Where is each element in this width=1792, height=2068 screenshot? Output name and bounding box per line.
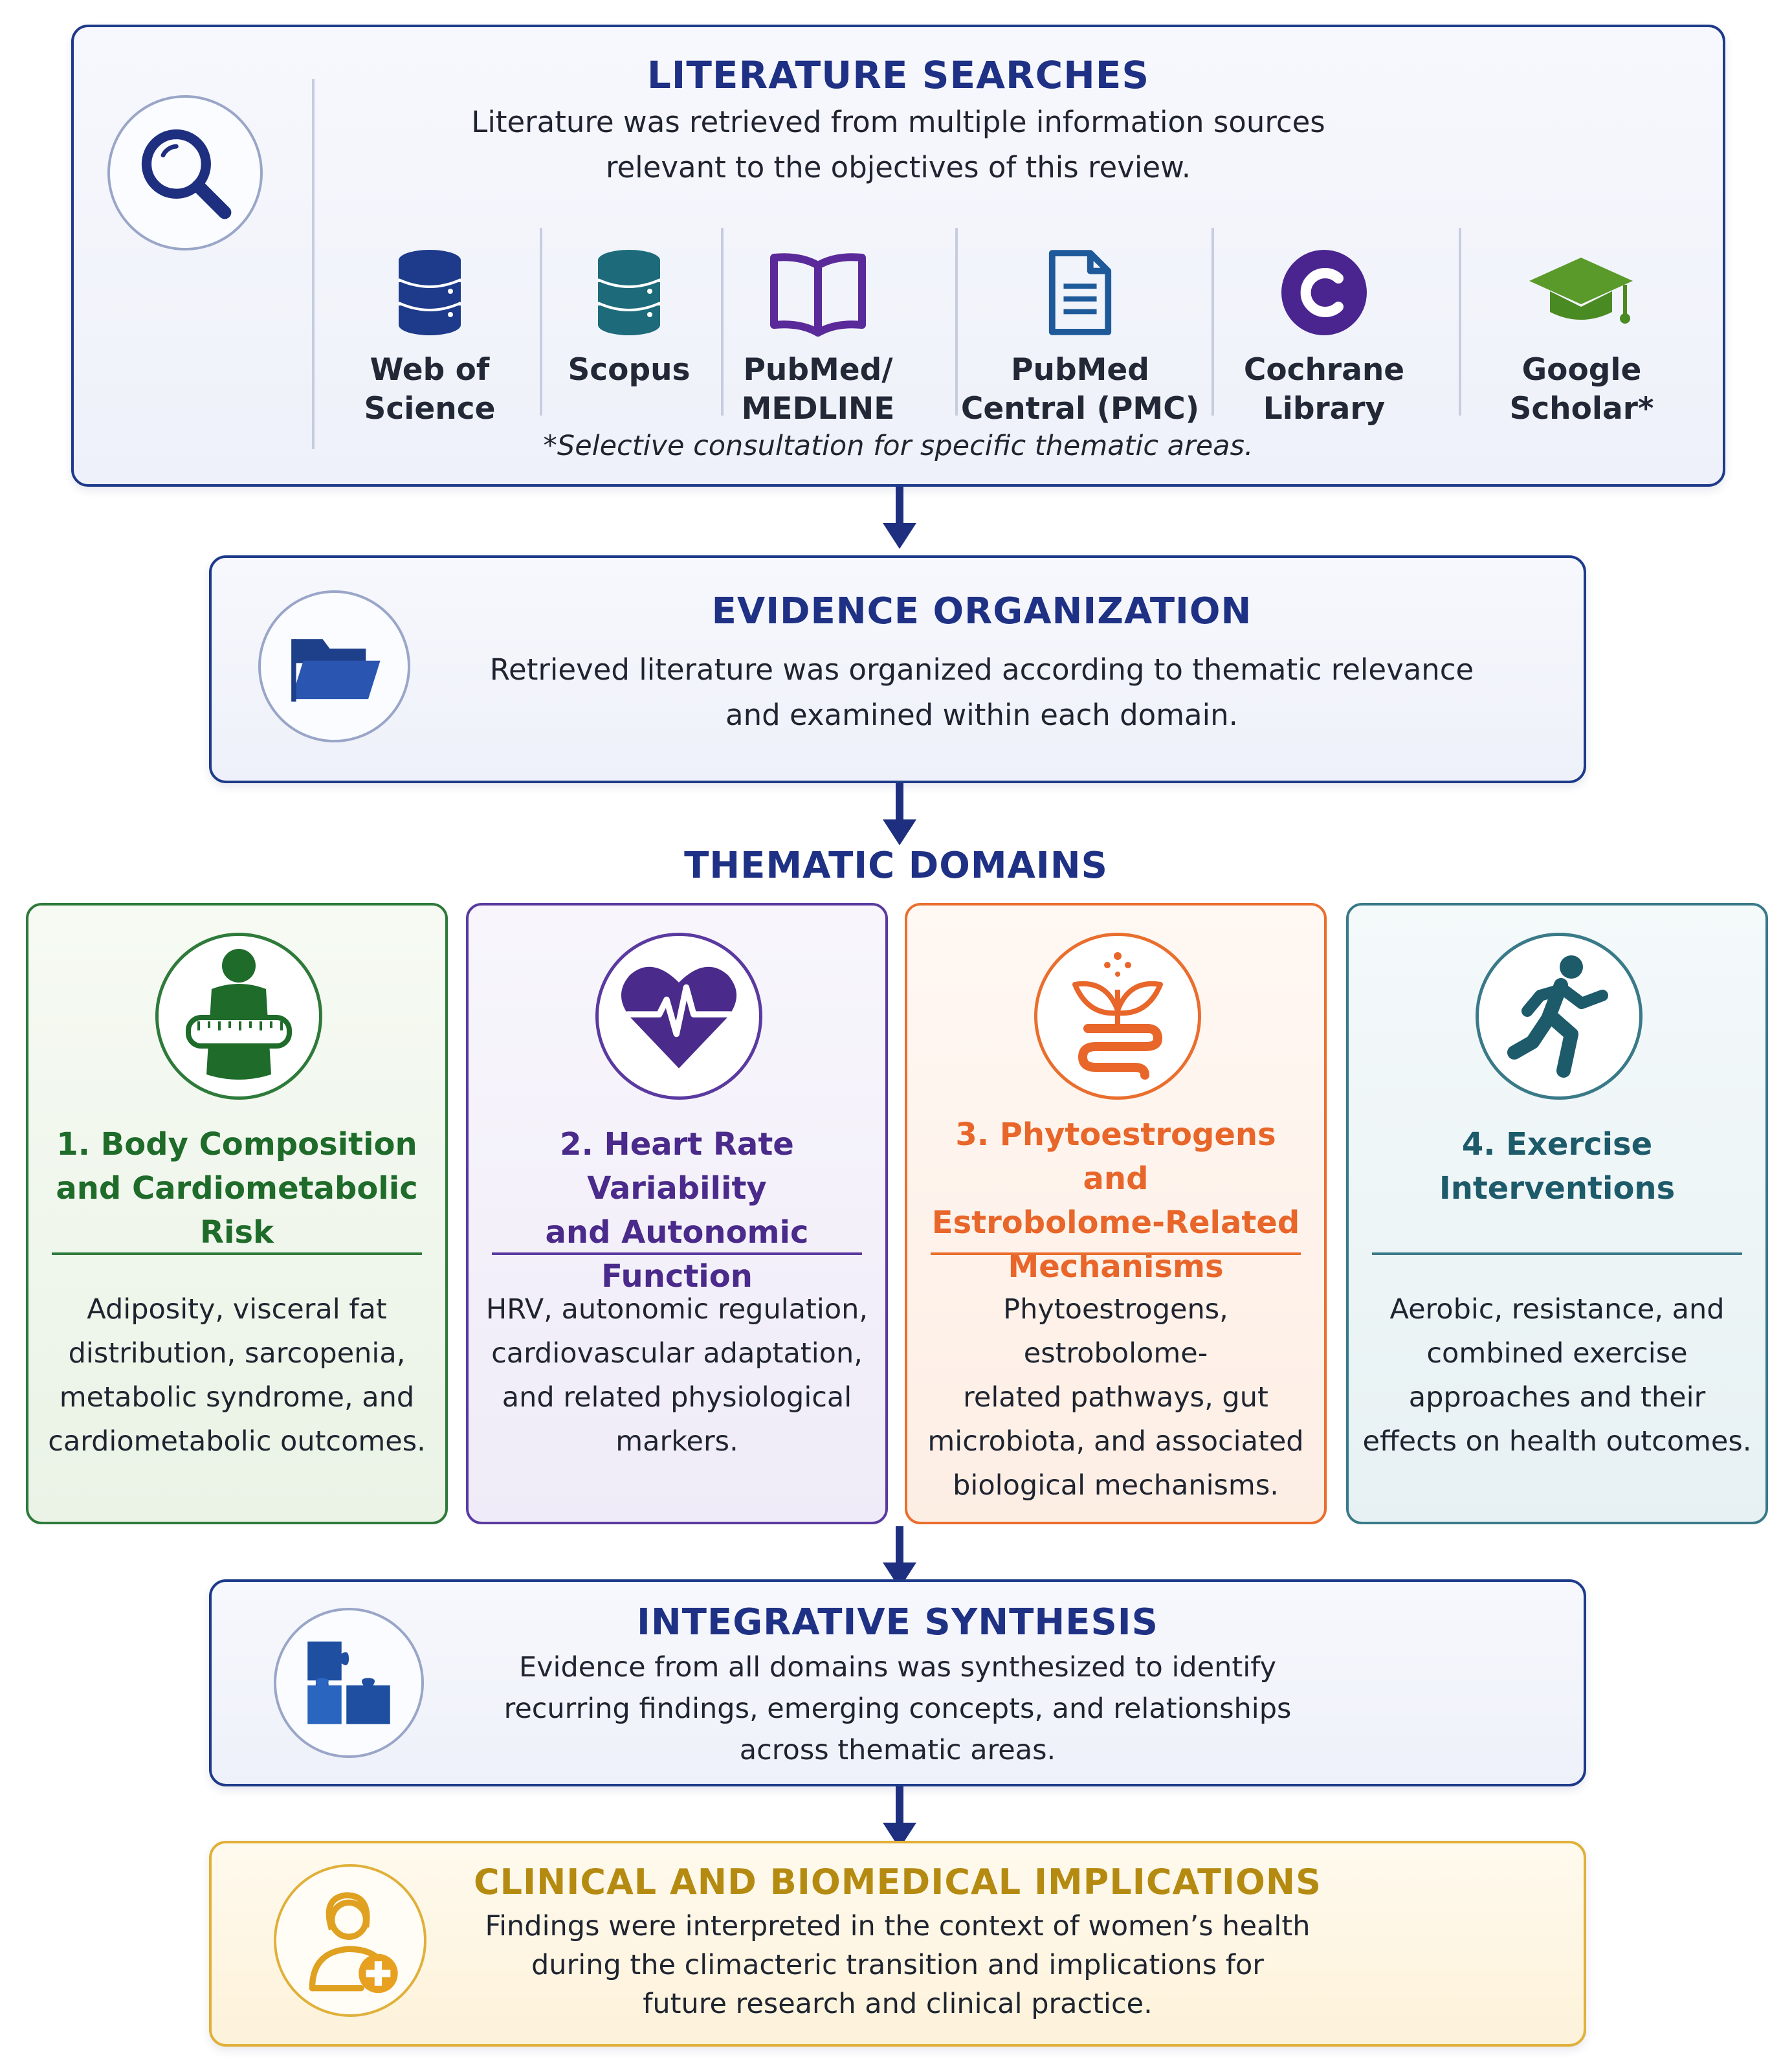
source-pubmed-central: PubMed Central (PMC) <box>960 247 1200 428</box>
integrative-synthesis-box: INTEGRATIVE SYNTHESIS Evidence from all … <box>209 1579 1586 1786</box>
domain-card-exercise: 4. Exercise Interventions Aerobic, resis… <box>1346 903 1768 1524</box>
source-divider <box>955 228 958 416</box>
domain-title: 1. Body Composition and Cardiometabolic … <box>56 1126 418 1251</box>
domain-description: Aerobic, resistance, and combined exerci… <box>1362 1293 1752 1458</box>
literature-divider <box>312 79 315 449</box>
domain-title: 3. Phytoestrogens and Estrobolome-Relate… <box>931 1117 1300 1285</box>
folder-icon-circle <box>258 590 410 742</box>
domain-card-phytoestrogens: 3. Phytoestrogens and Estrobolome-Relate… <box>905 903 1327 1524</box>
search-icon <box>141 129 232 219</box>
puzzle-icon <box>307 1641 390 1724</box>
domain-divider <box>931 1252 1301 1255</box>
literature-footnote: *Selective consultation for specific the… <box>543 430 1254 462</box>
source-label: Cochrane Library <box>1243 352 1405 427</box>
source-scopus: Scopus <box>532 247 726 390</box>
clinical-description-line-3: future research and clinical practice. <box>643 1988 1153 2020</box>
document-icon <box>1048 250 1112 335</box>
female-doctor-plus-icon <box>309 1892 398 1994</box>
source-pubmed-medline: PubMed/ MEDLINE <box>721 247 915 428</box>
graduation-cap-icon <box>1529 258 1633 324</box>
domain-card-body-composition: 1. Body Composition and Cardiometabolic … <box>26 903 448 1524</box>
source-divider <box>721 228 724 416</box>
doctor-icon-circle <box>274 1864 426 2017</box>
evidence-description-line-2: and examined within each domain. <box>725 698 1238 732</box>
clinical-description-line-2: during the climacteric transition and im… <box>531 1949 1264 1981</box>
source-google-scholar: Google Scholar* <box>1485 247 1679 428</box>
source-web-of-science: Web of Science <box>333 247 527 428</box>
flow-arrow <box>883 1786 916 1849</box>
literature-title: LITERATURE SEARCHES <box>647 53 1150 97</box>
source-label: Google Scholar* <box>1509 352 1654 427</box>
domain-divider <box>1372 1252 1742 1255</box>
source-label: Scopus <box>568 352 691 388</box>
flow-arrow <box>883 783 916 845</box>
literature-description-line-1: Literature was retrieved from multiple i… <box>471 105 1325 139</box>
search-icon-circle <box>107 95 263 250</box>
plant-gut-icon <box>1072 952 1163 1080</box>
domain-title: 4. Exercise Interventions <box>1439 1126 1676 1206</box>
open-book-icon <box>770 253 866 337</box>
synthesis-description-line-2: recurring findings, emerging concepts, a… <box>503 1693 1292 1725</box>
cochrane-c-icon <box>1281 250 1367 335</box>
domain-title: 2. Heart Rate Variability and Autonomic … <box>545 1126 809 1295</box>
source-label: Web of Science <box>364 352 496 427</box>
synthesis-title: INTEGRATIVE SYNTHESIS <box>637 1601 1158 1643</box>
domain-icon-circle <box>1034 933 1201 1100</box>
puzzle-icon-circle <box>274 1608 424 1758</box>
domain-card-heart-rate-variability: 2. Heart Rate Variability and Autonomic … <box>466 903 888 1524</box>
thematic-domains-title: THEMATIC DOMAINS <box>684 845 1108 887</box>
domain-divider <box>52 1252 422 1255</box>
domain-description: HRV, autonomic regulation, cardiovascula… <box>485 1293 868 1458</box>
flow-arrow <box>883 1526 916 1588</box>
flow-arrow <box>883 487 916 549</box>
domain-description: Adiposity, visceral fat distribution, sa… <box>48 1293 426 1458</box>
synthesis-description-line-3: across thematic areas. <box>739 1734 1056 1766</box>
database-icon <box>597 250 661 335</box>
clinical-title: CLINICAL AND BIOMEDICAL IMPLICATIONS <box>473 1862 1322 1902</box>
source-cochrane: Cochrane Library <box>1227 247 1421 428</box>
database-icon <box>398 250 461 335</box>
evidence-description-line-1: Retrieved literature was organized accor… <box>489 652 1474 687</box>
source-divider <box>1211 228 1214 416</box>
runner-icon <box>1507 955 1608 1078</box>
synthesis-description-line-1: Evidence from all domains was synthesize… <box>518 1651 1277 1684</box>
evidence-title: EVIDENCE ORGANIZATION <box>711 590 1252 632</box>
folder-icon <box>291 638 381 702</box>
source-divider <box>540 228 542 416</box>
clinical-implications-box: CLINICAL AND BIOMEDICAL IMPLICATIONS Fin… <box>209 1841 1586 2047</box>
domain-description: Phytoestrogens, estrobolome- related pat… <box>927 1293 1304 1502</box>
evidence-organization-box: EVIDENCE ORGANIZATION Retrieved literatu… <box>209 555 1586 783</box>
literature-searches-box: LITERATURE SEARCHES Literature was retri… <box>71 25 1725 487</box>
domain-divider <box>492 1252 862 1255</box>
heart-pulse-icon <box>621 966 737 1069</box>
domain-icon-circle <box>155 933 322 1100</box>
literature-description-line-2: relevant to the objectives of this revie… <box>605 150 1191 184</box>
clinical-description-line-1: Findings were interpreted in the context… <box>485 1910 1311 1942</box>
domain-icon-circle <box>595 933 762 1100</box>
domain-icon-circle <box>1476 933 1643 1100</box>
body-measurement-icon <box>186 949 292 1080</box>
source-label: PubMed Central (PMC) <box>960 352 1200 427</box>
source-divider <box>1459 228 1461 416</box>
source-label: PubMed/ MEDLINE <box>741 352 895 427</box>
